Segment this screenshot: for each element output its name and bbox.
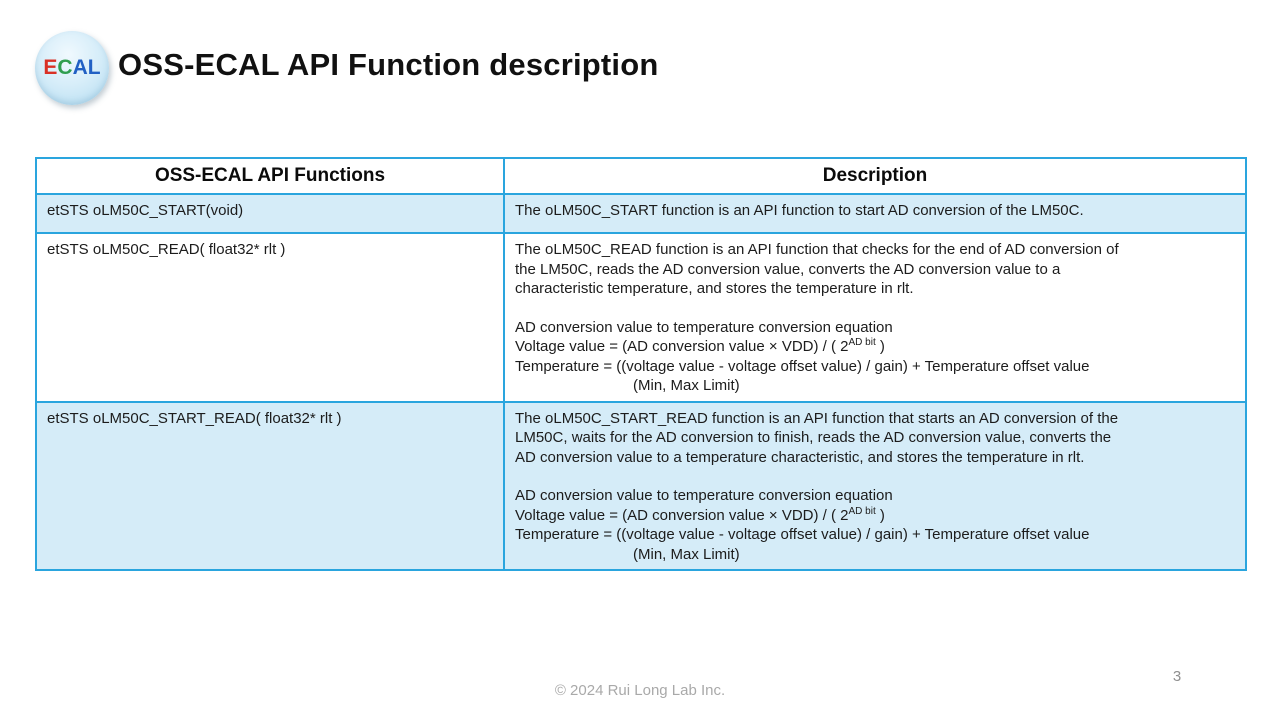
table-row: etSTS oLM50C_START(void) The oLM50C_STAR…: [37, 193, 1245, 232]
equation-heading: AD conversion value to temperature conve…: [515, 318, 893, 336]
logo-letter: A: [72, 56, 88, 79]
column-header-description: Description: [503, 159, 1245, 193]
function-cell: etSTS oLM50C_START(void): [47, 202, 244, 219]
ecal-logo-icon: ECAL: [35, 31, 109, 105]
equation-voltage-line: Voltage value = (AD conversion value × V…: [515, 337, 885, 356]
equation-temperature-line: Temperature = ((voltage value - voltage …: [515, 526, 1090, 543]
footer-copyright: © 2024 Rui Long Lab Inc.: [554, 682, 726, 699]
equation-voltage-line: Voltage value = (AD conversion value × V…: [515, 505, 885, 524]
conversion-equation: AD conversion value to temperature conve…: [515, 318, 1235, 396]
page-number: 3: [1172, 668, 1182, 685]
description-cell: The oLM50C_READ function is an API funct…: [503, 234, 1245, 401]
description-cell: The oLM50C_START function is an API func…: [503, 195, 1245, 232]
description-paragraph: The oLM50C_READ function is an API funct…: [515, 241, 1119, 297]
equation-limit-line: (Min, Max Limit): [633, 545, 740, 563]
function-cell: etSTS oLM50C_START_READ( float32* rlt ): [47, 409, 342, 427]
equation-limit-line: (Min, Max Limit): [633, 377, 740, 394]
api-function-table: OSS-ECAL API Functions Description etSTS…: [35, 157, 1247, 571]
logo-letter: E: [43, 56, 58, 79]
description-cell: The oLM50C_START_READ function is an API…: [503, 402, 1245, 569]
equation-heading: AD conversion value to temperature conve…: [515, 487, 893, 504]
description-paragraph: The oLM50C_START_READ function is an API…: [515, 409, 1119, 466]
column-header-functions: OSS-ECAL API Functions: [154, 165, 386, 187]
function-cell: etSTS oLM50C_READ( float32* rlt ): [47, 241, 286, 258]
table-header-row: OSS-ECAL API Functions Description: [37, 159, 1245, 193]
page-title: OSS-ECAL API Function description: [118, 47, 659, 82]
exponent-ad-bit: AD bit: [848, 505, 876, 517]
conversion-equation: AD conversion value to temperature conve…: [515, 486, 1235, 564]
exponent-ad-bit: AD bit: [848, 337, 876, 348]
equation-temperature-line: Temperature = ((voltage value - voltage …: [515, 357, 1090, 375]
table-row: etSTS oLM50C_READ( float32* rlt ) The oL…: [37, 232, 1245, 401]
ecal-logo-text: ECAL: [43, 56, 100, 80]
table-row: etSTS oLM50C_START_READ( float32* rlt ) …: [37, 400, 1245, 569]
logo-letter: C: [57, 56, 73, 79]
logo-letter: L: [87, 56, 101, 79]
